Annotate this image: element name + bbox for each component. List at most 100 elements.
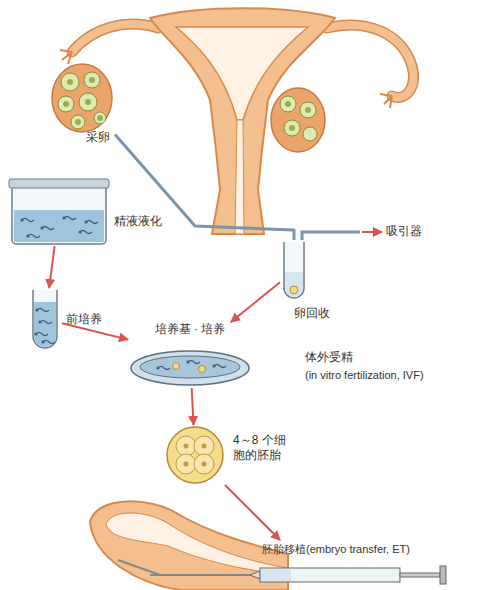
sperm-head [78,230,81,233]
syringe-fluid [261,569,291,581]
step-label: 培养基 · 培养 [128,322,252,337]
step-label: 采卵 [86,130,110,145]
collection-tube: 卵回收 [280,240,308,302]
catheter [150,574,250,576]
egg [199,366,206,373]
egg [290,286,298,294]
uterine-cavity [106,513,288,574]
follicle [84,72,100,88]
sperm-head [186,360,189,363]
sperm [43,341,55,344]
follicle [284,120,300,136]
embryo [167,427,223,483]
blastomere [176,436,196,456]
node-illustration [8,178,110,246]
follicle [61,73,79,91]
preculture-tube: 前培养 [28,288,62,350]
culture-liquid [34,302,56,347]
follicle [58,96,74,112]
catheter [118,560,160,575]
oocyte [305,107,311,113]
cervical-canal [235,120,244,234]
device-label: 吸引器 [386,224,422,239]
jar-body [12,184,106,244]
sperm-head [156,366,159,369]
sperm-head [41,340,44,343]
sperm-head [35,308,38,311]
step-label: 胚胎移植(embryo transfer, ET) [262,542,410,557]
fimbria [60,50,72,64]
ovary [52,64,112,132]
oocyte [67,79,73,85]
flow-arrow [49,246,55,288]
semen-liquid [14,210,104,242]
fallopian-tube [327,25,414,97]
test-tube [33,290,57,348]
flow-arrow [362,231,382,233]
sperm-head [212,364,215,367]
plunger-rod [400,573,440,577]
fimbria [380,94,392,108]
follicle [94,112,106,124]
nucleus [202,462,207,467]
node-illustration [165,425,225,485]
sperm-head [62,216,65,219]
sperm [64,217,76,220]
oocyte [75,119,81,125]
tube-liquid [285,272,303,297]
oocyte [85,99,91,105]
ovary [271,88,325,152]
fallopian-tube [72,24,158,52]
uterus-section [90,501,288,590]
sperm [37,309,49,312]
sperm-head [26,234,29,237]
dish-rim [131,351,249,385]
sperm-head [34,332,37,335]
sperm-head [84,220,87,223]
sperm-head [40,226,43,229]
semen-jar: 精液液化 [8,178,110,246]
step-label: 精液液化 [114,214,162,229]
sperm [188,361,200,364]
sperm [22,219,34,222]
follicle [79,93,97,111]
aspiration-needle [115,135,294,240]
oocyte [285,101,291,107]
follicle [71,115,85,129]
oocyte [89,77,95,83]
test-tube [284,242,304,298]
process-label: (in vitro fertilization, IVF) [305,368,424,383]
sperm-head [38,320,41,323]
node-illustration [50,60,115,135]
sperm [42,227,54,230]
uterus-body [150,8,335,234]
step-label: 4～8 个细胞的胚胎 [233,433,297,463]
syringe-barrel [260,568,400,582]
blastomere [194,454,214,474]
follicle [300,102,316,118]
oocyte [97,115,103,121]
sperm-head [20,218,23,221]
transfer-syringe: 胚胎移植(embryo transfer, ET) [150,540,460,590]
flow-arrow [225,485,280,540]
sperm [80,231,92,234]
node-illustration [28,288,62,350]
oocyte [63,101,69,107]
process-label: 体外受精 [305,350,353,365]
egg [173,363,180,370]
nucleus [184,444,189,449]
culture-medium [140,356,240,378]
follicle [280,96,296,112]
blastomere [194,436,214,456]
blastomere [176,454,196,474]
syringe-tip [250,571,260,579]
suction-pipe [302,232,360,240]
jar-lid [9,179,109,188]
step-label: 卵回收 [294,306,330,321]
sperm [40,321,52,324]
nucleus [184,462,189,467]
nucleus [202,444,207,449]
flow-arrow [231,282,280,322]
culture-dish: 培养基 · 培养 [128,322,252,388]
